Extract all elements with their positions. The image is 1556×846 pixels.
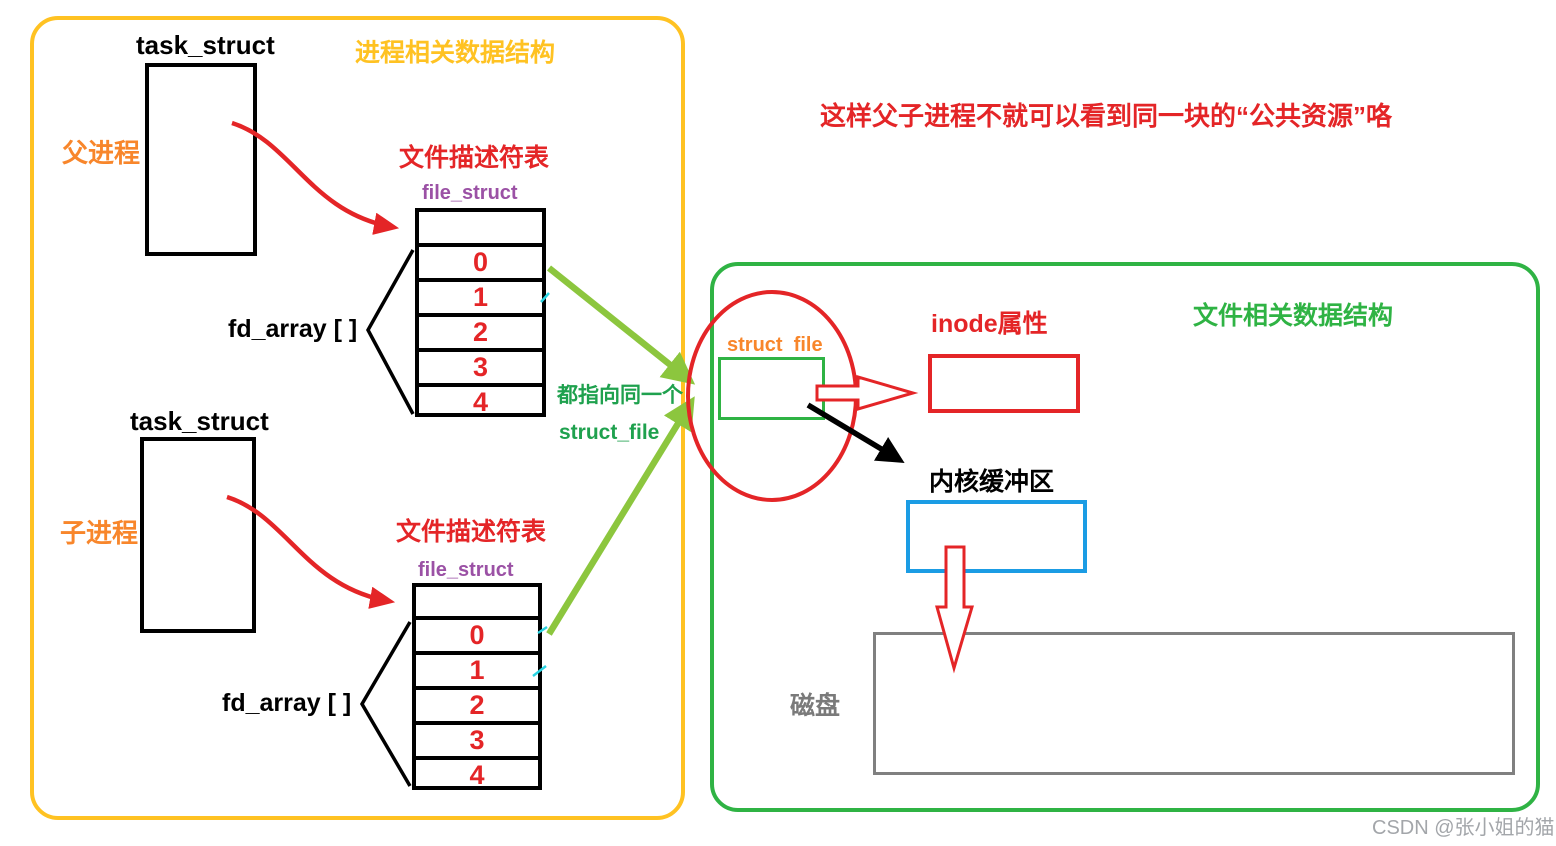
parent-task-struct-rect	[145, 63, 257, 256]
child-task-struct-label: task_struct	[130, 406, 269, 436]
child-task-struct-rect	[140, 437, 256, 633]
fd-row-4: 4	[419, 383, 542, 418]
fd-row-4: 4	[416, 756, 538, 791]
process-data-structures-box	[30, 16, 685, 820]
parent-fd-array-label: fd_array [ ]	[228, 315, 358, 343]
disk-box	[873, 632, 1515, 775]
fd-row-0: 0	[416, 616, 538, 651]
fd-row-1: 1	[419, 278, 542, 313]
child-process-label: 子进程	[60, 518, 139, 548]
child-file-struct-label: file_struct	[418, 559, 514, 581]
fd-row-3: 3	[419, 348, 542, 383]
file-box-title: 文件相关数据结构	[1193, 302, 1394, 330]
kernel-buffer-label: 内核缓冲区	[929, 468, 1055, 496]
child-fd-table: 0 1 2 3 4	[412, 583, 542, 790]
parent-task-struct-label: task_struct	[136, 30, 275, 60]
parent-process-label: 父进程	[62, 138, 141, 168]
fd-table-header-cell	[419, 212, 542, 243]
fd-row-3: 3	[416, 721, 538, 756]
shared-pointer-note-line2: struct_file	[559, 421, 660, 444]
disk-label: 磁盘	[790, 692, 841, 720]
kernel-buffer-box	[906, 500, 1087, 573]
inode-attributes-box	[928, 354, 1080, 413]
child-fd-table-title: 文件描述符表	[396, 518, 547, 546]
fd-table-header-cell	[416, 587, 538, 616]
inode-label: inode属性	[931, 310, 1048, 338]
struct-file-rect	[718, 357, 825, 420]
process-box-title: 进程相关数据结构	[355, 39, 556, 67]
fd-row-2: 2	[416, 686, 538, 721]
parent-file-struct-label: file_struct	[422, 182, 518, 204]
file-data-structures-box	[710, 262, 1540, 812]
top-annotation: 这样父子进程不就可以看到同一块的“公共资源”咯	[820, 101, 1393, 131]
fd-row-1: 1	[416, 651, 538, 686]
fd-row-2: 2	[419, 313, 542, 348]
child-fd-array-label: fd_array [ ]	[222, 689, 352, 717]
fd-row-0: 0	[419, 243, 542, 278]
shared-pointer-note-line1: 都指向同一个	[557, 384, 683, 407]
struct-file-label: struct file	[727, 334, 823, 356]
parent-fd-table: 0 1 2 3 4	[415, 208, 546, 417]
watermark: CSDN @张小姐的猫	[1372, 817, 1555, 839]
parent-fd-table-title: 文件描述符表	[399, 144, 550, 172]
